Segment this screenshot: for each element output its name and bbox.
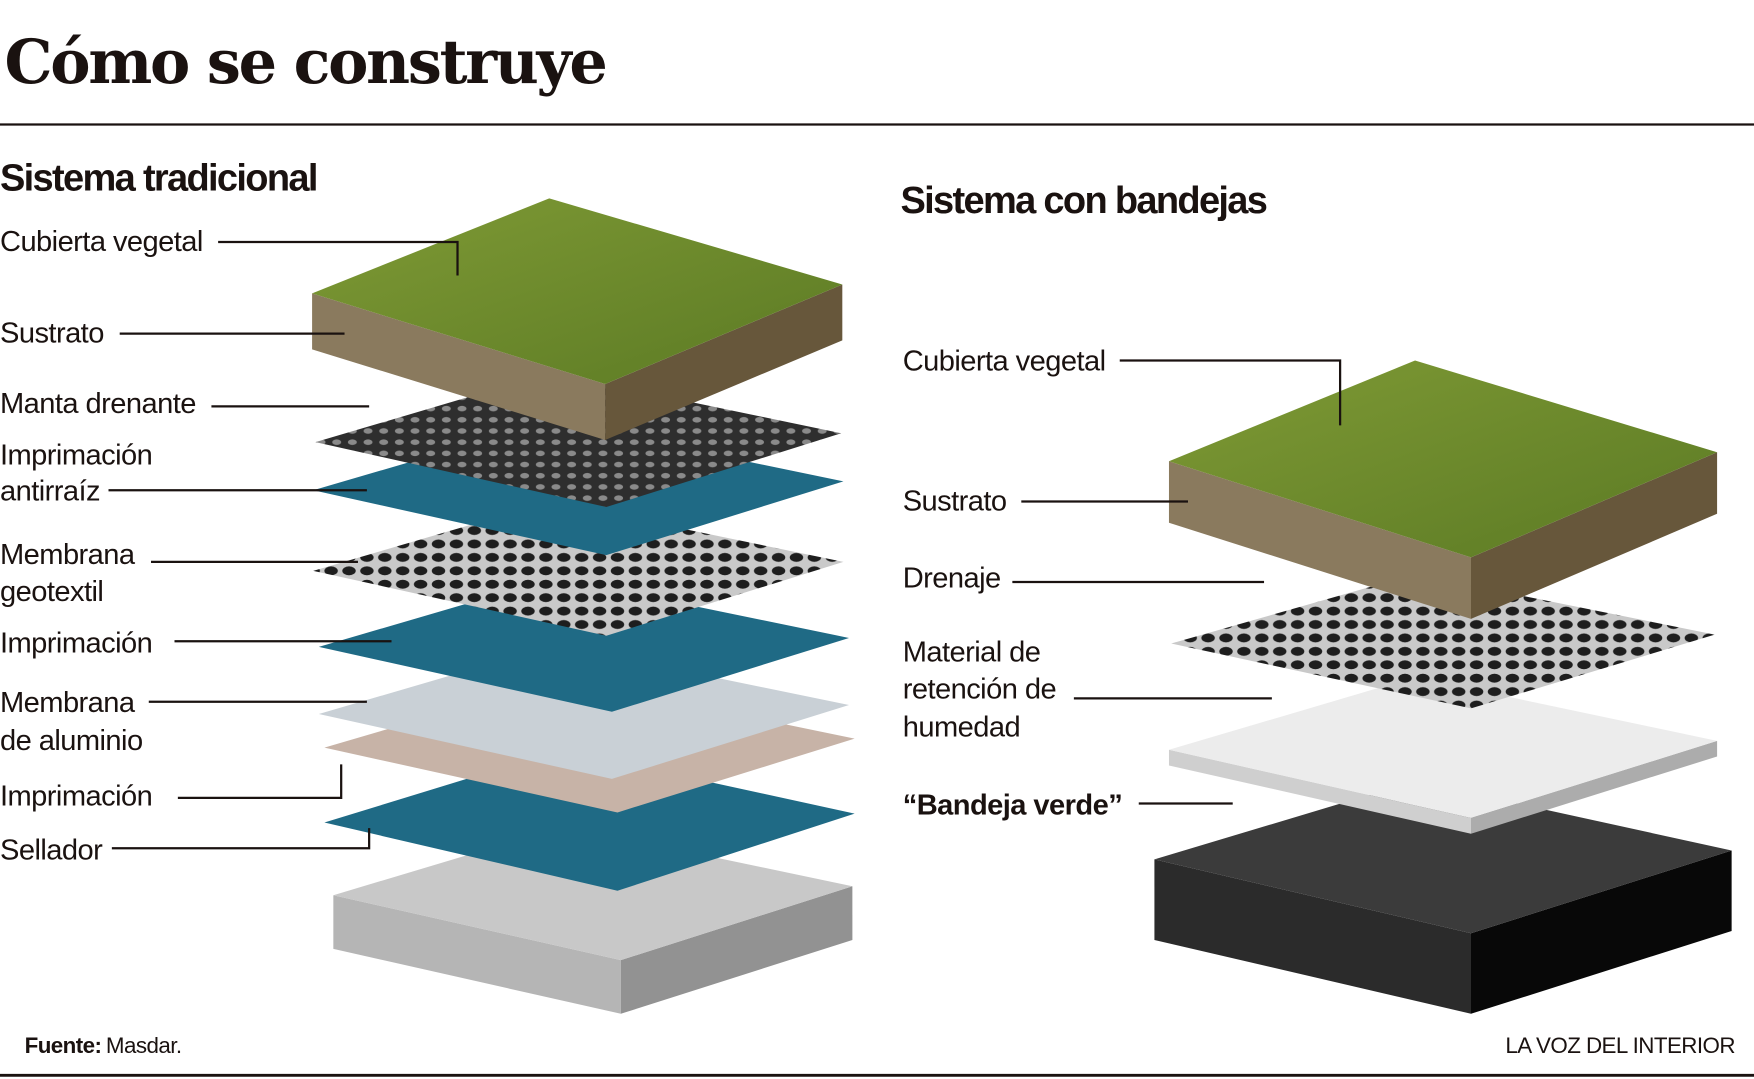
concrete-base [333,825,853,961]
drainage-blanket [315,372,842,508]
moisture-retention-layer [1168,677,1718,819]
grass-cover [312,198,843,385]
label-bandeja-verde: “Bandeja verde” [903,790,1122,822]
source-credit: Fuente:Masdar. [25,1033,182,1058]
tray-layer-stack [1154,360,1732,1014]
grass-cover-side-right [605,284,843,440]
imprimacion-layer [318,577,850,712]
label-sustrato: Sustrato [0,318,104,350]
grass-cover-right-side-front [1168,461,1471,619]
left-labels: Cubierta vegetal Sustrato Manta drenante… [0,226,459,866]
right-labels: Cubierta vegetal Sustrato Drenaje Materi… [903,346,1342,822]
green-tray [1154,781,1732,934]
label-cubierta-vegetal: Cubierta vegetal [0,226,203,258]
label-imprimacion-2: Imprimación [0,781,152,813]
moisture-retention-layer-side-front [1168,749,1471,834]
label-material-retencion: Material de [903,636,1041,668]
geotextile-membrane [313,501,844,636]
label-material-retencion-2: retención de [903,673,1056,705]
label-membrana-geotextil: Membrana [0,539,136,571]
left-heading: Sistema tradicional [0,157,317,199]
page-title: Cómo se construye [4,27,605,98]
grass-cover-right [1168,360,1718,558]
label-membrana-aluminio: Membrana [0,687,136,719]
label-sustrato-right: Sustrato [903,485,1007,517]
label-material-retencion-3: humedad [903,711,1020,743]
sellador-layer [324,749,855,891]
grass-cover-right-side-right [1470,452,1718,619]
concrete-base-side-right [620,886,853,1014]
label-imprimacion: Imprimación [0,627,152,659]
moisture-retention-layer-side-right [1470,740,1718,834]
label-imprimacion-antirraiz: Imprimación [0,440,152,472]
concrete-base-side-front [333,895,621,1014]
drainage-layer [1171,574,1715,709]
label-drenaje: Drenaje [903,563,1001,595]
publisher-brand: LA VOZ DEL INTERIOR [1505,1033,1735,1058]
right-heading: Sistema con bandejas [900,180,1266,222]
label-sellador: Sellador [0,834,103,866]
label-cubierta-vegetal-right: Cubierta vegetal [903,346,1106,378]
label-membrana-geotextil-2: geotextil [0,576,103,608]
grass-cover-side-front [312,293,606,440]
traditional-layer-stack [312,198,855,1014]
green-tray-side-right [1470,850,1732,1014]
label-membrana-aluminio-2: de aluminio [0,725,143,757]
green-tray-side-front [1154,859,1471,1014]
label-manta-drenante: Manta drenante [0,388,196,420]
label-imprimacion-antirraiz-2: antirraíz [0,475,100,507]
